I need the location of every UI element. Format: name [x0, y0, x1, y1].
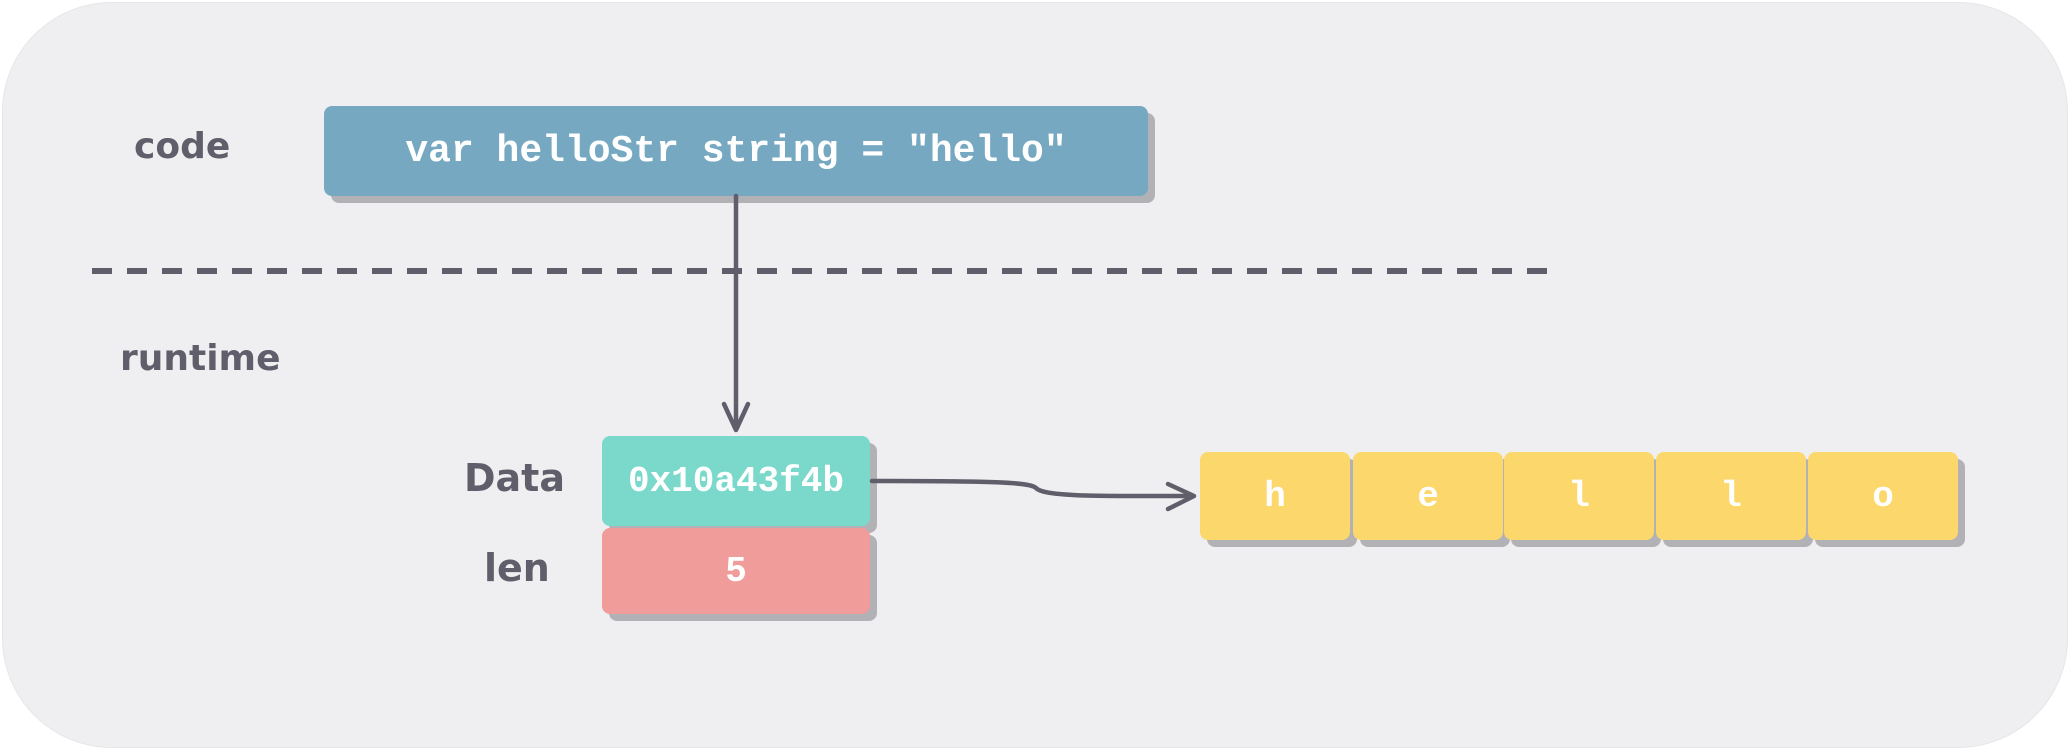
char-cell: l	[1504, 452, 1654, 540]
char-cell-value: l	[1568, 475, 1590, 517]
data-pointer-value: 0x10a43f4b	[627, 460, 845, 502]
code-statement-text: var helloStr string = "hello"	[405, 129, 1067, 173]
len-value: 5	[725, 550, 747, 592]
char-cell-value: e	[1417, 475, 1439, 517]
runtime-section-label: runtime	[120, 338, 281, 379]
code-section-label: code	[134, 126, 231, 167]
char-cell: e	[1353, 452, 1503, 540]
len-field-label: len	[484, 546, 550, 590]
char-cell-value: h	[1264, 475, 1286, 517]
char-cell-value: o	[1872, 475, 1894, 517]
char-cell: h	[1200, 452, 1350, 540]
data-pointer-box: 0x10a43f4b	[602, 436, 870, 526]
len-value-box: 5	[602, 528, 870, 614]
char-cell: o	[1808, 452, 1958, 540]
data-field-label: Data	[464, 456, 565, 500]
char-cell: l	[1656, 452, 1806, 540]
char-cell-value: l	[1720, 475, 1742, 517]
code-statement-box: var helloStr string = "hello"	[324, 106, 1148, 196]
